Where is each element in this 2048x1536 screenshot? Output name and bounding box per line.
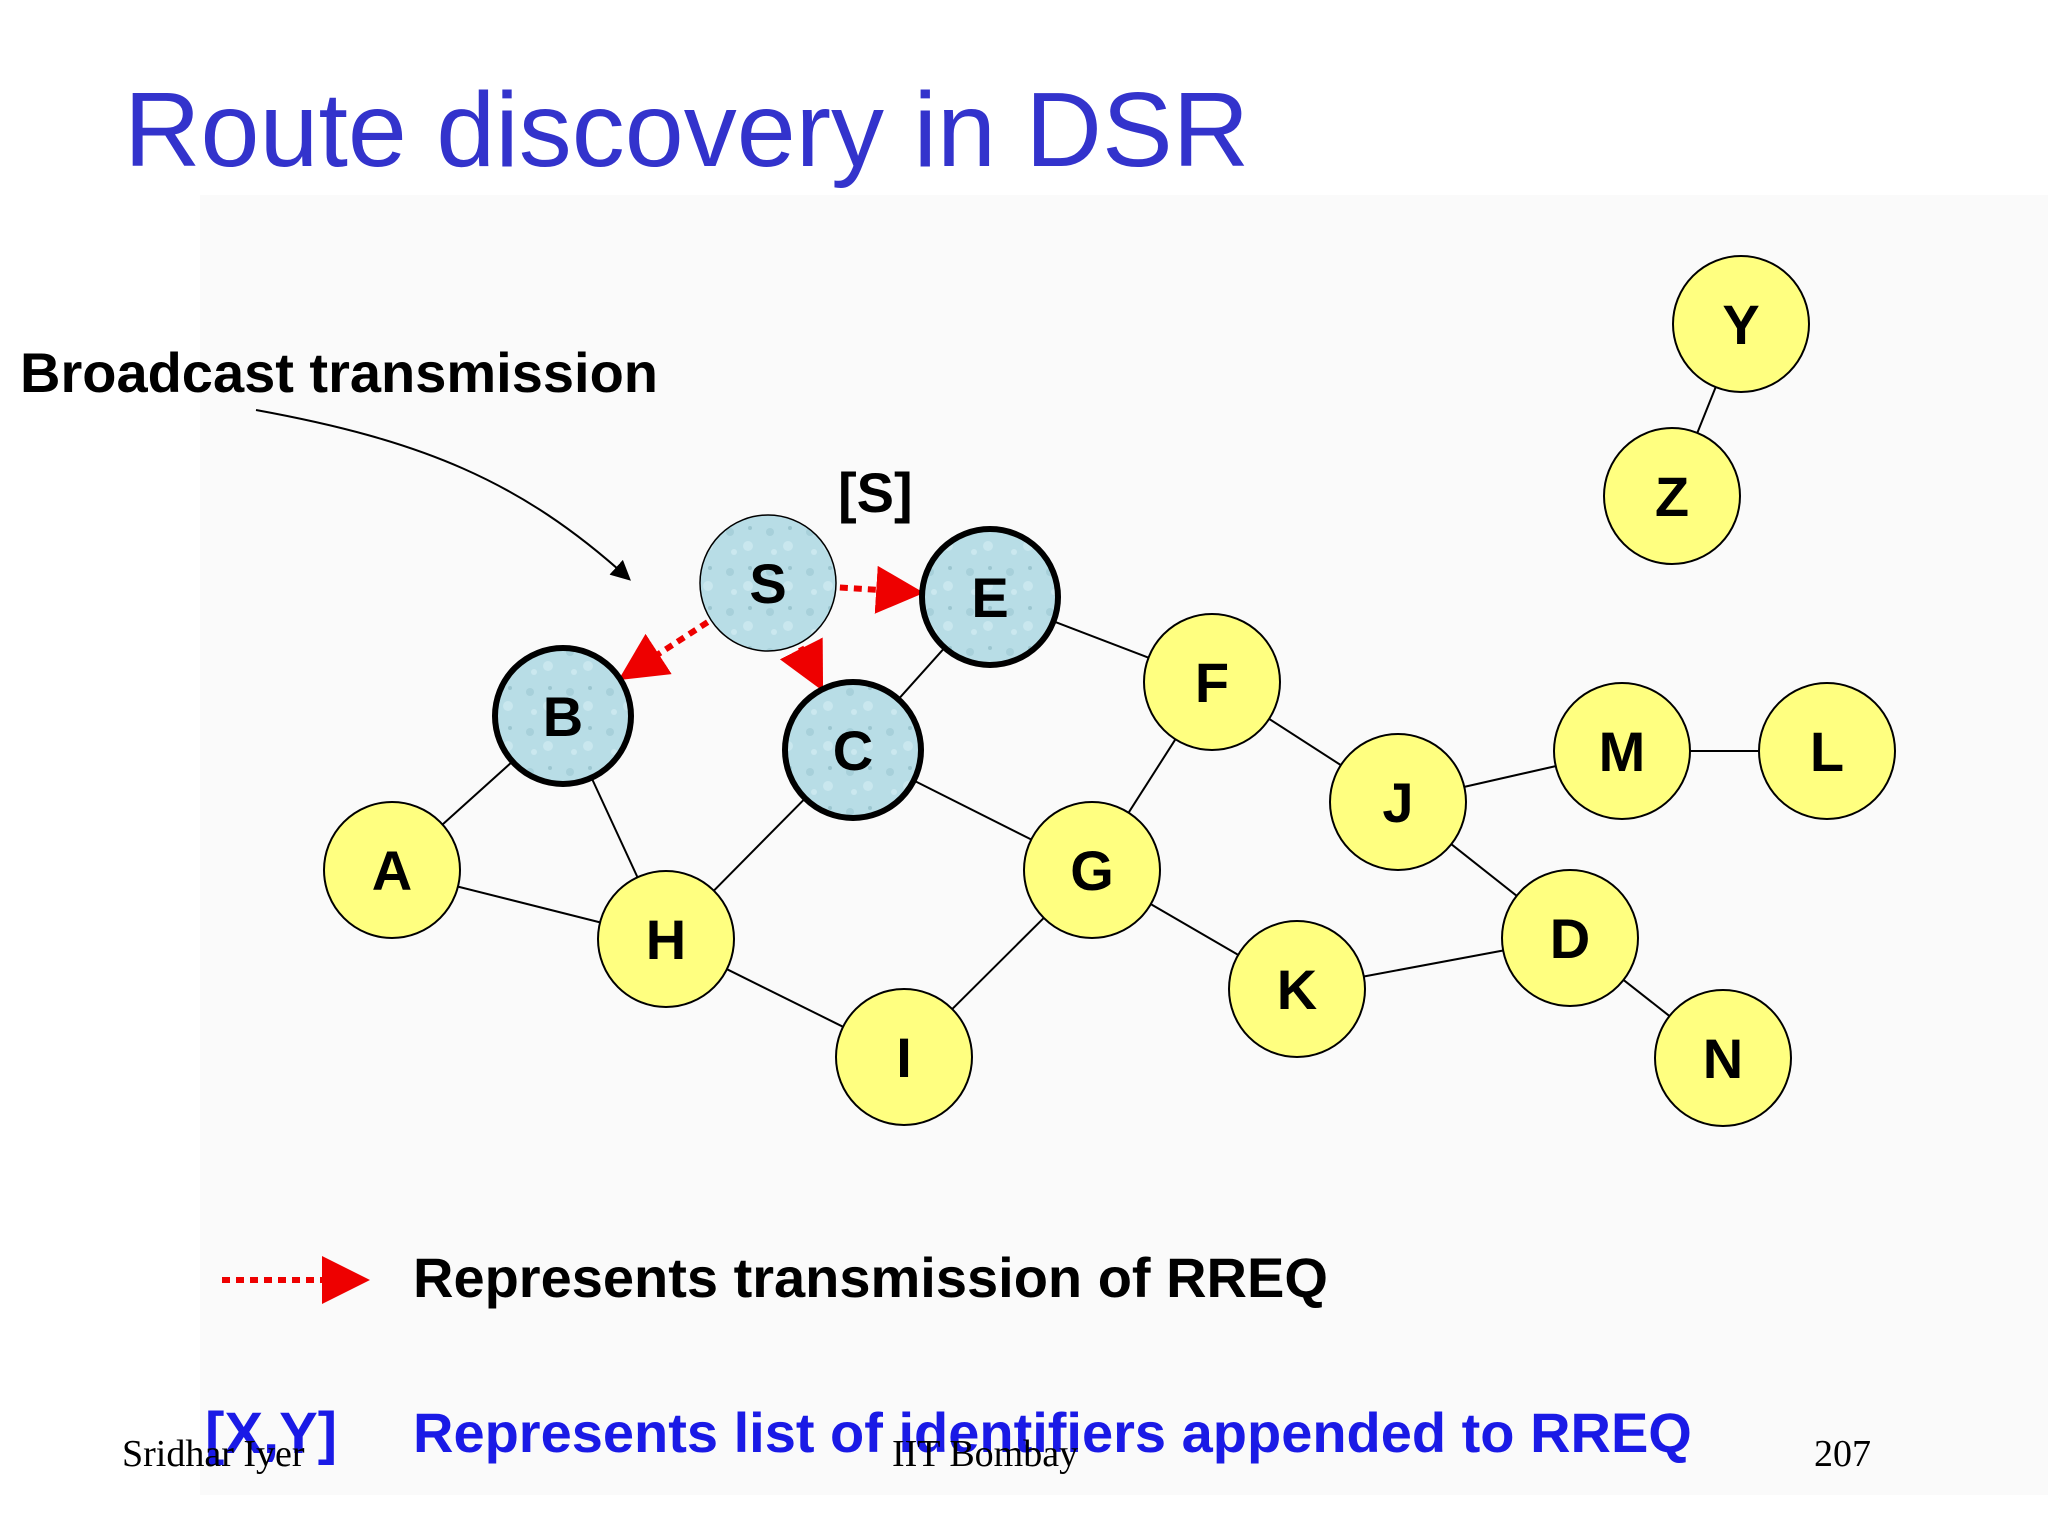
node-circle <box>782 679 924 821</box>
link-B-A <box>441 760 514 826</box>
link-Y-Z <box>1696 386 1717 434</box>
node-circle <box>597 870 735 1008</box>
link-C-G <box>913 779 1032 841</box>
link-E-C <box>897 646 946 701</box>
node-circle <box>1501 869 1639 1007</box>
node-f: F <box>1143 613 1281 751</box>
node-label: D <box>1550 907 1590 970</box>
node-circle <box>1672 255 1810 393</box>
node-e: E <box>919 526 1061 668</box>
node-label: C <box>833 719 873 782</box>
link-G-F <box>1127 738 1177 814</box>
node-circle <box>835 988 973 1126</box>
node-s: S <box>699 514 837 652</box>
node-label: S <box>749 552 786 615</box>
node-m: M <box>1553 682 1691 820</box>
link-H-I <box>726 968 844 1028</box>
node-circle <box>1758 682 1896 820</box>
rreq-arrow-S-C <box>779 637 824 692</box>
link-J-D <box>1450 843 1518 897</box>
node-label: F <box>1195 651 1229 714</box>
node-circle <box>1553 682 1691 820</box>
node-circle <box>492 645 634 787</box>
link-E-F <box>1053 620 1149 659</box>
footer-institution: IIT Bombay <box>892 1433 1079 1475</box>
legend-list-symbol: [X,Y] <box>205 1401 338 1466</box>
node-l: L <box>1758 682 1896 820</box>
node-label: Y <box>1722 293 1759 356</box>
rreq-arrow-S-E <box>839 565 925 614</box>
legend-rreq-text: Represents transmission of RREQ <box>413 1246 1328 1309</box>
footer-page-number: 207 <box>1814 1433 1871 1475</box>
node-label: B <box>543 685 583 748</box>
link-G-K <box>1150 903 1239 956</box>
node-g: G <box>1023 801 1161 939</box>
link-C-H <box>713 797 806 892</box>
node-circle <box>1143 613 1281 751</box>
node-label: G <box>1070 839 1114 902</box>
node-circle <box>1023 801 1161 939</box>
node-circle <box>323 801 461 939</box>
node-d: D <box>1501 869 1639 1007</box>
node-label: L <box>1810 720 1844 783</box>
node-label: A <box>372 839 412 902</box>
node-j: J <box>1329 733 1467 871</box>
node-label: H <box>646 908 686 971</box>
node-circle <box>919 526 1061 668</box>
link-B-H <box>590 777 639 878</box>
broadcast-pointer-arrow <box>255 409 631 581</box>
link-K-D <box>1363 949 1504 978</box>
slide-title: Route discovery in DSR <box>124 71 1250 189</box>
footer-author: Sridhar Iyer <box>122 1433 305 1475</box>
node-label: E <box>971 566 1008 629</box>
node-label: I <box>896 1026 912 1089</box>
node-circle <box>1603 427 1741 565</box>
node-label: K <box>1277 958 1317 1021</box>
rreq-arrow-S-B <box>618 619 710 681</box>
node-circle <box>1654 989 1792 1127</box>
node-circle <box>1228 920 1366 1058</box>
node-n: N <box>1654 989 1792 1127</box>
node-y: Y <box>1672 255 1810 393</box>
link-F-J <box>1268 718 1342 766</box>
broadcast-label: Broadcast transmission <box>20 341 658 404</box>
node-label: J <box>1382 771 1413 834</box>
node-z: Z <box>1603 427 1741 565</box>
link-D-N <box>1622 979 1671 1017</box>
link-I-G <box>951 917 1045 1010</box>
node-c: C <box>782 679 924 821</box>
link-J-M <box>1464 765 1556 788</box>
node-a: A <box>323 801 461 939</box>
rreq-route-record-label: [S] <box>838 461 913 524</box>
node-circle <box>699 514 837 652</box>
node-circle <box>1329 733 1467 871</box>
node-i: I <box>835 988 973 1126</box>
node-k: K <box>1228 920 1366 1058</box>
node-label: Z <box>1655 465 1689 528</box>
node-label: N <box>1703 1027 1743 1090</box>
node-h: H <box>597 870 735 1008</box>
node-label: M <box>1599 720 1646 783</box>
node-b: B <box>492 645 634 787</box>
legend-list-text: Represents list of identifiers appended … <box>413 1401 1692 1464</box>
link-A-H <box>457 885 601 924</box>
